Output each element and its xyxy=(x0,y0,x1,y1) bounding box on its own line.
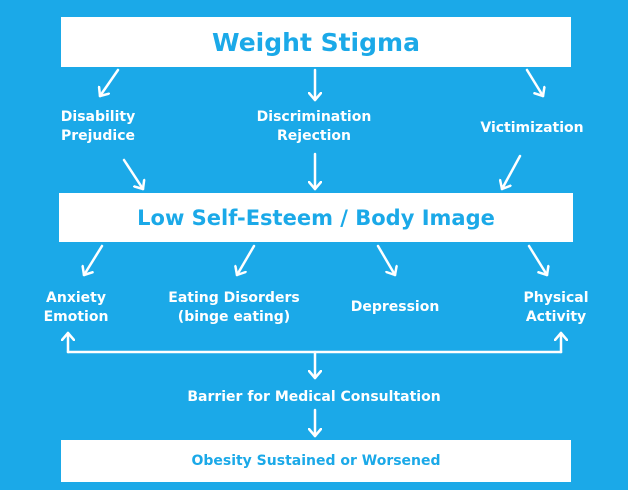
arrow-selfesteem-to-anxiety xyxy=(84,244,104,277)
depression-label: Depression xyxy=(351,298,440,317)
self-esteem-box: Low Self-Esteem / Body Image xyxy=(59,193,573,242)
disability-prejudice-label: Disability Prejudice xyxy=(61,108,135,146)
arrow-victimization-to-selfesteem xyxy=(502,154,522,191)
self-esteem-label: Low Self-Esteem / Body Image xyxy=(137,205,495,230)
obesity-label: Obesity Sustained or Worsened xyxy=(191,453,441,469)
victimization-label: Victimization xyxy=(480,119,583,138)
anxiety-line: Anxiety xyxy=(46,290,106,306)
victimization-line: Victimization xyxy=(480,120,584,136)
depression-line: Depression xyxy=(350,299,440,315)
arrow-selfesteem-to-physical xyxy=(527,244,547,277)
emotion-line: Emotion xyxy=(43,309,109,325)
barrier-line: Barrier for Medical Consultation xyxy=(187,389,441,405)
discrimination-rejection-label: Discrimination Rejection xyxy=(257,108,372,146)
weight-stigma-label: Weight Stigma xyxy=(212,27,420,57)
physical-line: Physical xyxy=(523,290,589,306)
physical-activity-label: Physical Activity xyxy=(523,289,588,327)
arrow-selfesteem-to-eating xyxy=(237,244,256,277)
arrow-stigma-to-disability xyxy=(100,68,120,98)
arrow-stigma-to-victimization xyxy=(525,68,543,98)
barrier-label: Barrier for Medical Consultation xyxy=(187,388,440,407)
disability-line: Disability xyxy=(60,109,136,125)
weight-stigma-box: Weight Stigma xyxy=(61,17,571,67)
discrimination-line: Discrimination xyxy=(256,109,372,125)
rejection-line: Rejection xyxy=(277,128,351,144)
arrow-selfesteem-to-depression xyxy=(376,244,395,277)
eating-disorders-line: Eating Disorders xyxy=(168,290,300,306)
anxiety-emotion-label: Anxiety Emotion xyxy=(44,289,109,327)
obesity-box: Obesity Sustained or Worsened xyxy=(61,440,571,482)
arrow-disability-to-selfesteem xyxy=(122,158,143,191)
eating-disorders-label: Eating Disorders (binge eating) xyxy=(168,289,299,327)
activity-line: Activity xyxy=(525,309,587,325)
prejudice-line: Prejudice xyxy=(60,128,136,144)
binge-eating-line: (binge eating) xyxy=(177,309,291,325)
